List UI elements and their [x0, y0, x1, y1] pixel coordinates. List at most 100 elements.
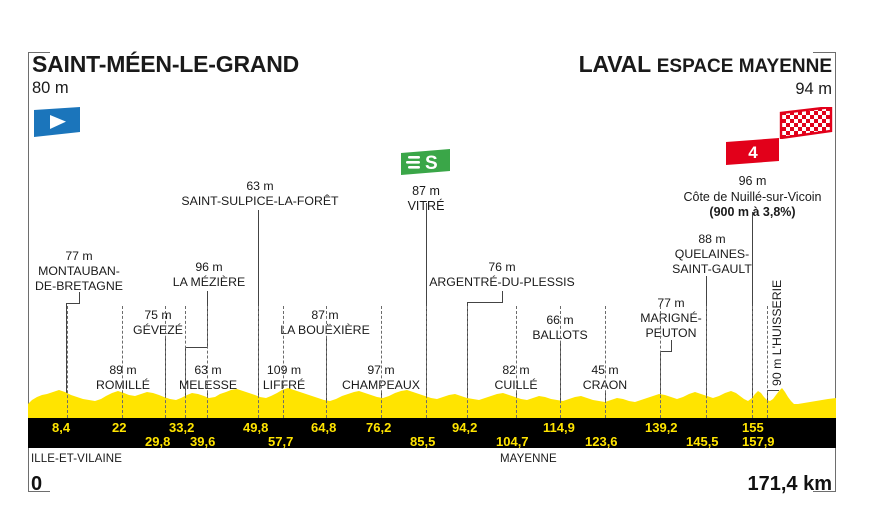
frame-right-bottom-cap [813, 491, 835, 492]
town-name: MARIGNÉ-PEUTON [640, 310, 702, 340]
town-altitude: 87 m [311, 308, 339, 322]
km-label-155: 155 [742, 420, 764, 435]
town-name: LIFFRÉ [262, 377, 306, 392]
town-altitude: 96 m [195, 260, 223, 274]
finish-altitude: 94 m [795, 79, 832, 98]
town-name: CRAON [582, 377, 628, 392]
sprint-icon: S [401, 149, 450, 175]
leader-argentre-v1 [502, 291, 503, 303]
leader-lhuisserie-h [767, 390, 779, 391]
town-label-argentre-du-plessis: 76 m ARGENTRÉ-DU-PLESSIS [426, 260, 578, 290]
frame-right-top-cap [813, 52, 835, 53]
km-label-49-8: 49,8 [243, 420, 269, 435]
intermediate-sprint-marker: S 87 m VITRÉ [381, 149, 471, 215]
frame-left-rule [28, 52, 29, 492]
start-city-name: SAINT-MÉEN-LE-GRAND [32, 51, 300, 77]
km-tick-104-7 [516, 306, 517, 418]
start-header: SAINT-MÉEN-LE-GRAND 80 m [32, 52, 299, 98]
km-tick-155 [752, 306, 753, 418]
svg-text:4: 4 [748, 143, 758, 162]
town-altitude: 89 m [109, 363, 137, 377]
climb-name: Côte de Nuillé-sur-Vicoin [683, 189, 822, 204]
km-label-57-7: 57,7 [268, 434, 294, 449]
km-tick-123-6 [605, 306, 606, 418]
km-tick-114-9 [560, 306, 561, 418]
finish-header: LAVAL ESPACE MAYENNE 94 m [579, 52, 832, 99]
town-altitude: 63 m [246, 179, 274, 193]
town-label-marigne-peuton: 77 m MARIGNÉ-PEUTON [625, 296, 717, 340]
town-label-geveze: 75 m GÉVEZÉ [120, 308, 196, 338]
km-tick-64-8 [326, 306, 327, 418]
town-name: ROMILLÉ [96, 377, 150, 392]
town-label-la-bouexiere: 87 m LA BOUËXIÈRE [270, 308, 380, 338]
km-label-139-2: 139,2 [645, 420, 678, 435]
leader-meziere-h [185, 347, 208, 348]
town-label-saint-sulpice-la-foret: 63 m SAINT-SULPICE-LA-FORÊT [177, 179, 343, 209]
km-tick-139-2 [660, 306, 661, 418]
km-label-22: 22 [112, 420, 127, 435]
town-name: QUELAINES-SAINT-GAULT [672, 246, 752, 276]
svg-text:S: S [425, 153, 438, 174]
town-name: LA BOUËXIÈRE [280, 322, 370, 337]
km-label-145-5: 145,5 [686, 434, 719, 449]
km-tick-57-7 [283, 306, 284, 418]
total-distance-value: 171,4 km [747, 473, 832, 495]
km-label-8-4: 8,4 [52, 420, 71, 435]
town-name: SAINT-SULPICE-LA-FORÊT [181, 193, 339, 208]
leader-montauban-v2 [66, 303, 67, 406]
leader-montauban-h [66, 303, 80, 304]
frame-right-rule [835, 52, 836, 492]
km-tick-22 [122, 306, 123, 418]
km-tick-33-2 [185, 306, 186, 418]
elevation-profile-chart [28, 300, 836, 420]
km-label-39-6: 39,6 [190, 434, 216, 449]
town-altitude: 63 m [194, 363, 222, 377]
town-name: LA MÉZIÈRE [172, 274, 246, 289]
town-name: MONTAUBAN-DE-BRETAGNE [35, 263, 123, 293]
km-tick-39-6 [207, 306, 208, 418]
climb-altitude: 96 m [738, 174, 767, 188]
town-label-quelaines-saint-gault: 88 m QUELAINES-SAINT-GAULT [641, 232, 783, 276]
climb-marker: 4 96 m Côte de Nuillé-sur-Vicoin (900 m … [660, 138, 845, 221]
town-altitude: 77 m [65, 249, 93, 263]
finish-city-venue: ESPACE MAYENNE [656, 56, 832, 77]
km-label-157-9: 157,9 [742, 434, 775, 449]
km-label-85-5: 85,5 [410, 434, 436, 449]
town-label-la-meziere: 96 m LA MÉZIÈRE [157, 260, 261, 290]
town-label-melesse: 63 m MELESSE [168, 363, 248, 393]
km-tick-157-9 [767, 306, 768, 418]
km-tick-76-2 [381, 306, 382, 418]
finish-city-name: LAVAL ESPACE MAYENNE [579, 52, 832, 78]
town-altitude: 76 m [488, 260, 516, 274]
climb-caption: 96 m Côte de Nuillé-sur-Vicoin (900 m à … [660, 174, 845, 221]
leader-argentre-h [467, 302, 503, 303]
km-label-123-6: 123,6 [585, 434, 618, 449]
km-label-33-2: 33,2 [169, 420, 195, 435]
km-label-64-8: 64,8 [311, 420, 337, 435]
leader-marigne-h [660, 351, 672, 352]
finish-city-main: LAVAL [578, 51, 651, 77]
km-label-94-2: 94,2 [452, 420, 478, 435]
climb-category-icon: 4 [725, 138, 779, 165]
km-label-76-2: 76,2 [366, 420, 392, 435]
town-altitude: 88 m [698, 232, 726, 246]
frame-left-top-cap [28, 52, 50, 53]
town-name: ARGENTRÉ-DU-PLESSIS [429, 274, 575, 289]
scale-start-value: 0 [31, 473, 43, 495]
leader-montauban-v1 [79, 292, 80, 304]
town-name: MELESSE [178, 377, 238, 392]
sprint-altitude: 87 m [412, 184, 440, 198]
km-label-29-8: 29,8 [145, 434, 171, 449]
town-altitude: 109 m [266, 363, 302, 377]
town-label-montauban-de-bretagne: 77 m MONTAUBAN-DE-BRETAGNE [14, 249, 144, 293]
frame-left-bottom-cap [28, 491, 50, 492]
elevation-area [28, 388, 836, 420]
town-label-romille: 89 m ROMILLÉ [83, 363, 163, 393]
departure-flag-icon [32, 107, 82, 138]
leader-marigne-v1 [671, 340, 672, 352]
department-label-mayenne: MAYENNE [500, 453, 557, 465]
town-name: GÉVEZÉ [133, 322, 183, 337]
town-altitude: 75 m [144, 308, 172, 322]
km-tick-94-2 [467, 306, 468, 418]
